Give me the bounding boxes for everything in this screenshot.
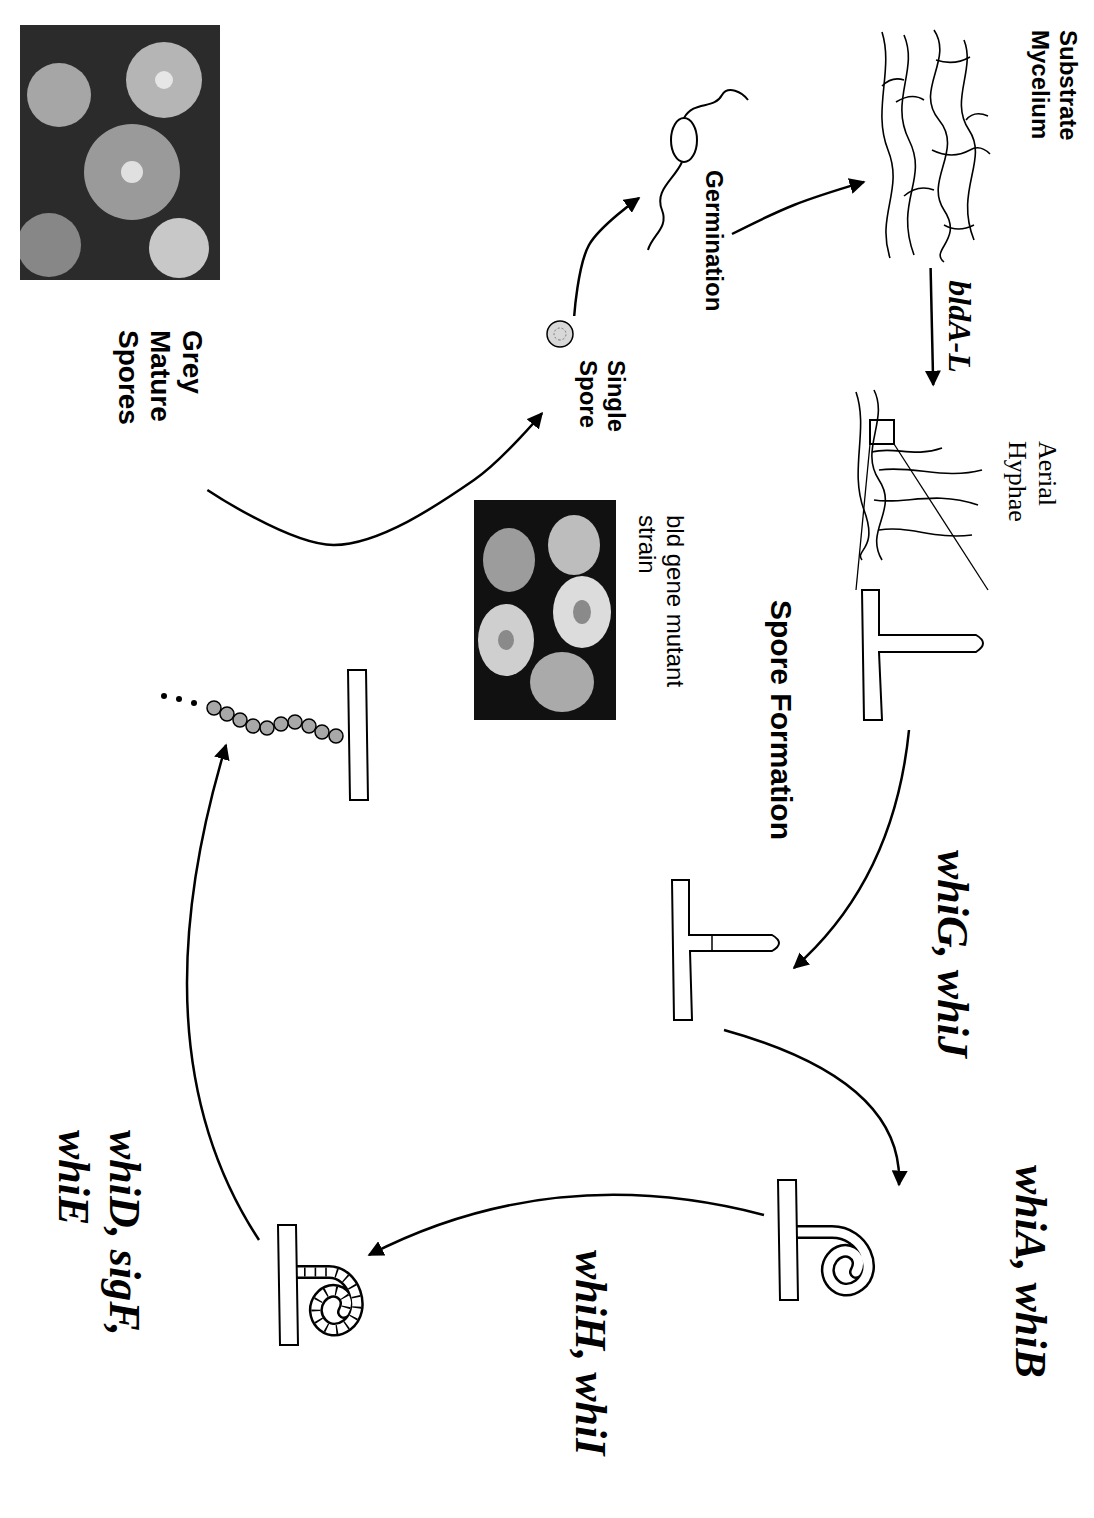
stage-node: Germination xyxy=(639,90,732,330)
stage-node: Aerial Hyphae xyxy=(846,385,1064,565)
septum xyxy=(711,935,713,951)
hypha xyxy=(932,148,990,155)
mutant-photo xyxy=(474,500,616,720)
hypha xyxy=(882,32,893,258)
spore xyxy=(260,721,274,735)
spore xyxy=(207,701,221,715)
aerial-hyphae xyxy=(856,390,988,590)
colony xyxy=(573,600,591,624)
germ-tube xyxy=(648,162,682,250)
hypha xyxy=(872,448,942,452)
spore xyxy=(220,707,234,721)
stage-arrow xyxy=(724,1030,899,1185)
germ-tube xyxy=(684,90,748,118)
photo-ground xyxy=(474,500,616,720)
stage-label: Substrate Mycelium xyxy=(1026,30,1082,160)
hypha-outline xyxy=(778,1180,798,1300)
gene-label: whiH, whiI xyxy=(565,1250,616,1455)
stage-node: Grey Mature Spores xyxy=(16,20,224,490)
hypha xyxy=(944,225,974,229)
colony xyxy=(478,604,534,676)
hypha xyxy=(902,35,916,255)
gene-label: whiA, whiB xyxy=(1005,1165,1056,1378)
released-spore xyxy=(176,696,182,702)
zoom-line xyxy=(856,444,870,590)
colony xyxy=(121,161,143,183)
colony xyxy=(548,515,600,575)
stage-arrow xyxy=(794,730,909,968)
colony-photo xyxy=(20,25,220,280)
photo-caption: bld gene mutant strain xyxy=(633,515,689,690)
colony xyxy=(155,71,173,89)
hypha-outline xyxy=(672,880,779,1020)
gene-label: whiG, whiJ xyxy=(927,850,978,1058)
colony xyxy=(20,213,81,277)
colony xyxy=(483,528,535,592)
zoom-box xyxy=(870,420,894,444)
spore-chain xyxy=(207,701,343,743)
spore xyxy=(246,719,260,733)
cycle-arrow xyxy=(574,198,639,316)
spore xyxy=(233,713,247,727)
hypha xyxy=(872,390,886,560)
spore-texture xyxy=(554,328,566,340)
spore xyxy=(274,717,288,731)
hypha xyxy=(936,57,970,62)
spore xyxy=(547,321,573,347)
coil-outline xyxy=(794,1232,868,1290)
hypha xyxy=(966,114,988,120)
septa xyxy=(304,1272,357,1330)
hypha xyxy=(904,188,934,196)
colony xyxy=(498,630,514,650)
colony xyxy=(149,218,209,278)
colony xyxy=(84,124,180,220)
stage-node: Single Spore xyxy=(542,316,634,478)
stage-label: Aerial Hyphae xyxy=(1002,441,1062,536)
colony xyxy=(553,576,611,648)
coil-fill xyxy=(294,1272,357,1330)
hypha xyxy=(879,469,982,474)
stage-arrow xyxy=(369,1195,764,1255)
spore xyxy=(288,715,302,729)
stage-label: Single Spore xyxy=(574,360,630,460)
hypha xyxy=(882,79,904,86)
cycle-arrow xyxy=(732,182,864,234)
germinating-spore xyxy=(671,118,697,162)
cycle-arrow xyxy=(207,413,542,545)
stage-node: Substrate Mycelium xyxy=(864,22,1086,268)
spore xyxy=(329,729,343,743)
colony xyxy=(530,652,594,712)
released-spore xyxy=(161,693,167,699)
hypha xyxy=(874,498,978,505)
gene-label: whiD, sigF, whiE xyxy=(48,1130,150,1400)
hypha xyxy=(879,529,972,536)
process-title: Spore Formation xyxy=(764,600,798,840)
spore xyxy=(315,725,329,739)
stage-label: Grey Mature Spores xyxy=(112,330,208,445)
stage-arrow xyxy=(187,745,259,1240)
coil-fill xyxy=(794,1232,868,1290)
cycle-arrow xyxy=(931,268,934,385)
colony xyxy=(27,63,91,127)
hypha-outline xyxy=(278,1225,298,1345)
coil-outline xyxy=(294,1272,357,1330)
hypha-outline xyxy=(862,590,983,720)
stage-arrows xyxy=(187,730,909,1255)
gene-label: bldA-L xyxy=(941,280,978,372)
colony xyxy=(126,42,202,118)
released-spore xyxy=(191,700,197,706)
hypha xyxy=(961,40,975,240)
hypha xyxy=(896,96,924,102)
stage-label: Germination xyxy=(700,170,728,311)
spore xyxy=(302,719,316,733)
substrate-mycelium xyxy=(882,30,990,262)
zoom-line xyxy=(894,444,988,590)
hypha-outline xyxy=(348,670,368,800)
